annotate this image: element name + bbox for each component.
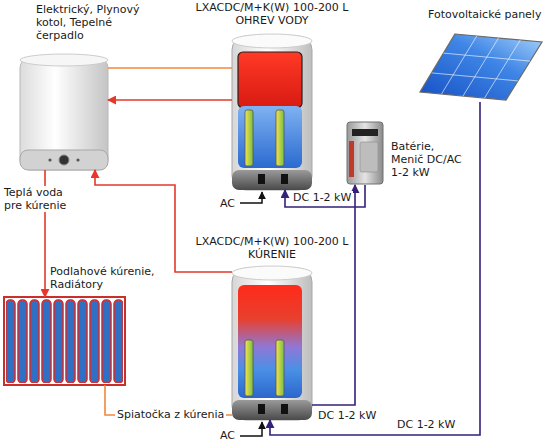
heating-rod xyxy=(276,340,284,396)
radiators: Podlahové kúrenie, Radiátory xyxy=(4,297,125,385)
heating-rod xyxy=(245,340,253,396)
heating-tank: LXACDC/M+K(W) 100-200 L KÚRENIE xyxy=(232,265,312,420)
inverter-illustration xyxy=(347,122,383,184)
water-tank: LXACDC/M+K(W) 100-200 L OHREV VODY xyxy=(232,33,312,190)
pv-grid-line xyxy=(443,53,530,61)
pv-grid xyxy=(432,36,530,98)
node-heading: Batérie, Menič DC/AC 1-2 kW xyxy=(391,140,467,179)
boiler-led xyxy=(48,158,51,161)
heating-rod xyxy=(245,110,253,166)
water-tank-illustration xyxy=(232,34,312,190)
heat-source: Elektrický, Plynový kotol, Tepelné čerpa… xyxy=(20,55,108,170)
tank-base xyxy=(232,170,312,190)
terminal xyxy=(258,174,265,184)
pv-grid-line xyxy=(432,73,518,81)
boiler-body xyxy=(20,58,108,170)
edge-label: Teplá voda pre kúrenie xyxy=(2,186,78,212)
connector xyxy=(270,102,480,435)
edge-label: DC 1-2 kW xyxy=(395,418,457,431)
node-heading: LXACDC/M+K(W) 100-200 L KÚRENIE xyxy=(192,235,352,261)
ac-wire xyxy=(240,422,262,436)
pv-panel-illustration xyxy=(420,34,542,100)
tank-top xyxy=(232,266,312,280)
tank-body xyxy=(232,36,312,190)
boiler-illustration xyxy=(20,54,108,170)
node-heading: Podlahové kúrenie, Radiátory xyxy=(50,265,162,291)
cold-zone xyxy=(238,106,302,168)
supply-label: AC xyxy=(220,197,235,210)
edge-label: Spiatočka z kúrenia xyxy=(115,408,226,421)
terminal xyxy=(281,174,288,184)
pv-grid-line xyxy=(442,36,477,94)
tank-top xyxy=(232,34,312,48)
connector xyxy=(108,67,232,69)
terminal xyxy=(258,404,265,414)
connector xyxy=(108,99,232,101)
node-heading: Fotovoltaické panely xyxy=(428,8,548,21)
heating-tank-illustration xyxy=(232,266,312,420)
inverter-box xyxy=(347,122,383,184)
supply-label: AC xyxy=(220,429,235,442)
tank-body xyxy=(232,268,312,420)
inverter: Batérie, Menič DC/AC 1-2 kW xyxy=(345,120,385,185)
ac-wire xyxy=(240,192,262,203)
boiler-top xyxy=(20,54,108,66)
edge-label: DC 1-2 kW xyxy=(291,191,353,204)
radiator-tubes xyxy=(6,299,123,383)
inverter-stripe xyxy=(349,141,354,177)
pv-panel xyxy=(420,34,542,100)
radiator-frame xyxy=(4,297,125,385)
boiler-dial xyxy=(59,155,69,165)
node-heading: Elektrický, Plynový kotol, Tepelné čerpa… xyxy=(36,3,154,42)
pv-grid-line xyxy=(485,40,521,98)
connector xyxy=(285,185,365,207)
node-heading: LXACDC/M+K(W) 100-200 L OHREV VODY xyxy=(192,1,352,27)
inverter-panel xyxy=(360,142,378,172)
boiler-base xyxy=(20,150,108,170)
connector xyxy=(312,185,355,405)
edge-label: DC 1-2 kW xyxy=(316,409,378,422)
hot-zone xyxy=(238,52,302,108)
radiator-illustration xyxy=(4,297,125,385)
connector xyxy=(95,170,232,272)
pv-panels: Fotovoltaické panely xyxy=(418,32,544,102)
water-zone xyxy=(238,285,302,398)
terminal xyxy=(281,404,288,414)
tank-base xyxy=(232,400,312,420)
boiler-led xyxy=(76,158,79,161)
inverter-display xyxy=(352,129,378,136)
heating-rod xyxy=(276,110,284,166)
pv-grid-line xyxy=(463,38,499,96)
